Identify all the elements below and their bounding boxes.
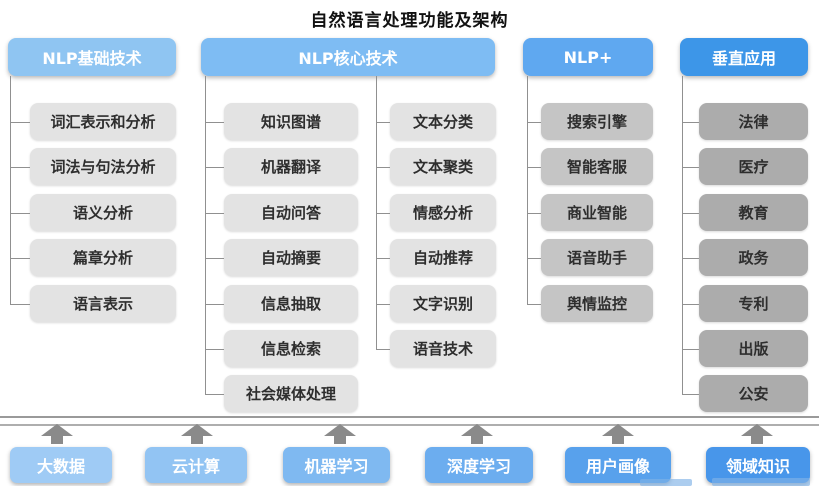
vertical-app-node: 出版 <box>682 330 808 367</box>
column-header-nlp-basic: NLP基础技术 <box>8 38 176 76</box>
core-tech-node: 社会媒体处理 <box>205 375 358 412</box>
watermark-fragment <box>712 478 810 486</box>
core-tech-node: 信息抽取 <box>205 285 358 322</box>
basic-tech-node: 篇章分析 <box>10 239 176 276</box>
watermark-fragment <box>640 479 692 486</box>
up-arrow-icon <box>461 424 493 444</box>
vertical-app-node: 医疗 <box>682 148 808 185</box>
up-arrow-icon <box>741 424 773 444</box>
foundation-box-deep-learning: 深度学习 <box>425 447 533 483</box>
vertical-app-node: 教育 <box>682 194 808 231</box>
vertical-app-node: 政务 <box>682 239 808 276</box>
column-header-vertical-apps: 垂直应用 <box>680 38 808 76</box>
foundation-box-cloud-computing: 云计算 <box>145 447 247 483</box>
foundation-box-user-profile: 用户画像 <box>565 447 671 483</box>
nlp-plus-node: 商业智能 <box>527 194 653 231</box>
tree-line-core-left <box>205 76 206 394</box>
tree-line-nlp-plus <box>527 76 528 304</box>
core-tech-node: 情感分析 <box>376 194 496 231</box>
basic-tech-node: 词法与句法分析 <box>10 148 176 185</box>
foundation-box-machine-learning: 机器学习 <box>283 447 390 483</box>
tree-line-basic <box>10 76 11 304</box>
nlp-plus-node: 搜索引擎 <box>527 103 653 140</box>
foundation-divider-line <box>0 416 819 426</box>
basic-tech-node: 词汇表示和分析 <box>10 103 176 140</box>
core-tech-node: 自动摘要 <box>205 239 358 276</box>
core-tech-node: 自动推荐 <box>376 239 496 276</box>
vertical-app-node: 专利 <box>682 285 808 322</box>
core-tech-node: 自动问答 <box>205 194 358 231</box>
basic-tech-node: 语义分析 <box>10 194 176 231</box>
core-tech-node: 文本分类 <box>376 103 496 140</box>
nlp-plus-node: 智能客服 <box>527 148 653 185</box>
nlp-plus-node: 语音助手 <box>527 239 653 276</box>
column-header-nlp-plus: NLP+ <box>523 38 653 76</box>
up-arrow-icon <box>602 424 634 444</box>
tree-line-vertical-apps <box>682 76 683 394</box>
foundation-box-big-data: 大数据 <box>10 447 112 483</box>
column-header-nlp-core: NLP核心技术 <box>201 38 495 76</box>
up-arrow-icon <box>181 424 213 444</box>
core-tech-node: 机器翻译 <box>205 148 358 185</box>
core-tech-node: 文字识别 <box>376 285 496 322</box>
diagram-title: 自然语言处理功能及架构 <box>310 11 509 31</box>
core-tech-node: 知识图谱 <box>205 103 358 140</box>
up-arrow-icon <box>324 424 356 444</box>
vertical-app-node: 法律 <box>682 103 808 140</box>
nlp-plus-node: 舆情监控 <box>527 285 653 322</box>
basic-tech-node: 语言表示 <box>10 285 176 322</box>
core-tech-node: 信息检索 <box>205 330 358 367</box>
core-tech-node: 语音技术 <box>376 330 496 367</box>
foundation-box-domain-knowledge: 领域知识 <box>706 447 810 483</box>
up-arrow-icon <box>41 424 73 444</box>
vertical-app-node: 公安 <box>682 375 808 412</box>
core-tech-node: 文本聚类 <box>376 148 496 185</box>
